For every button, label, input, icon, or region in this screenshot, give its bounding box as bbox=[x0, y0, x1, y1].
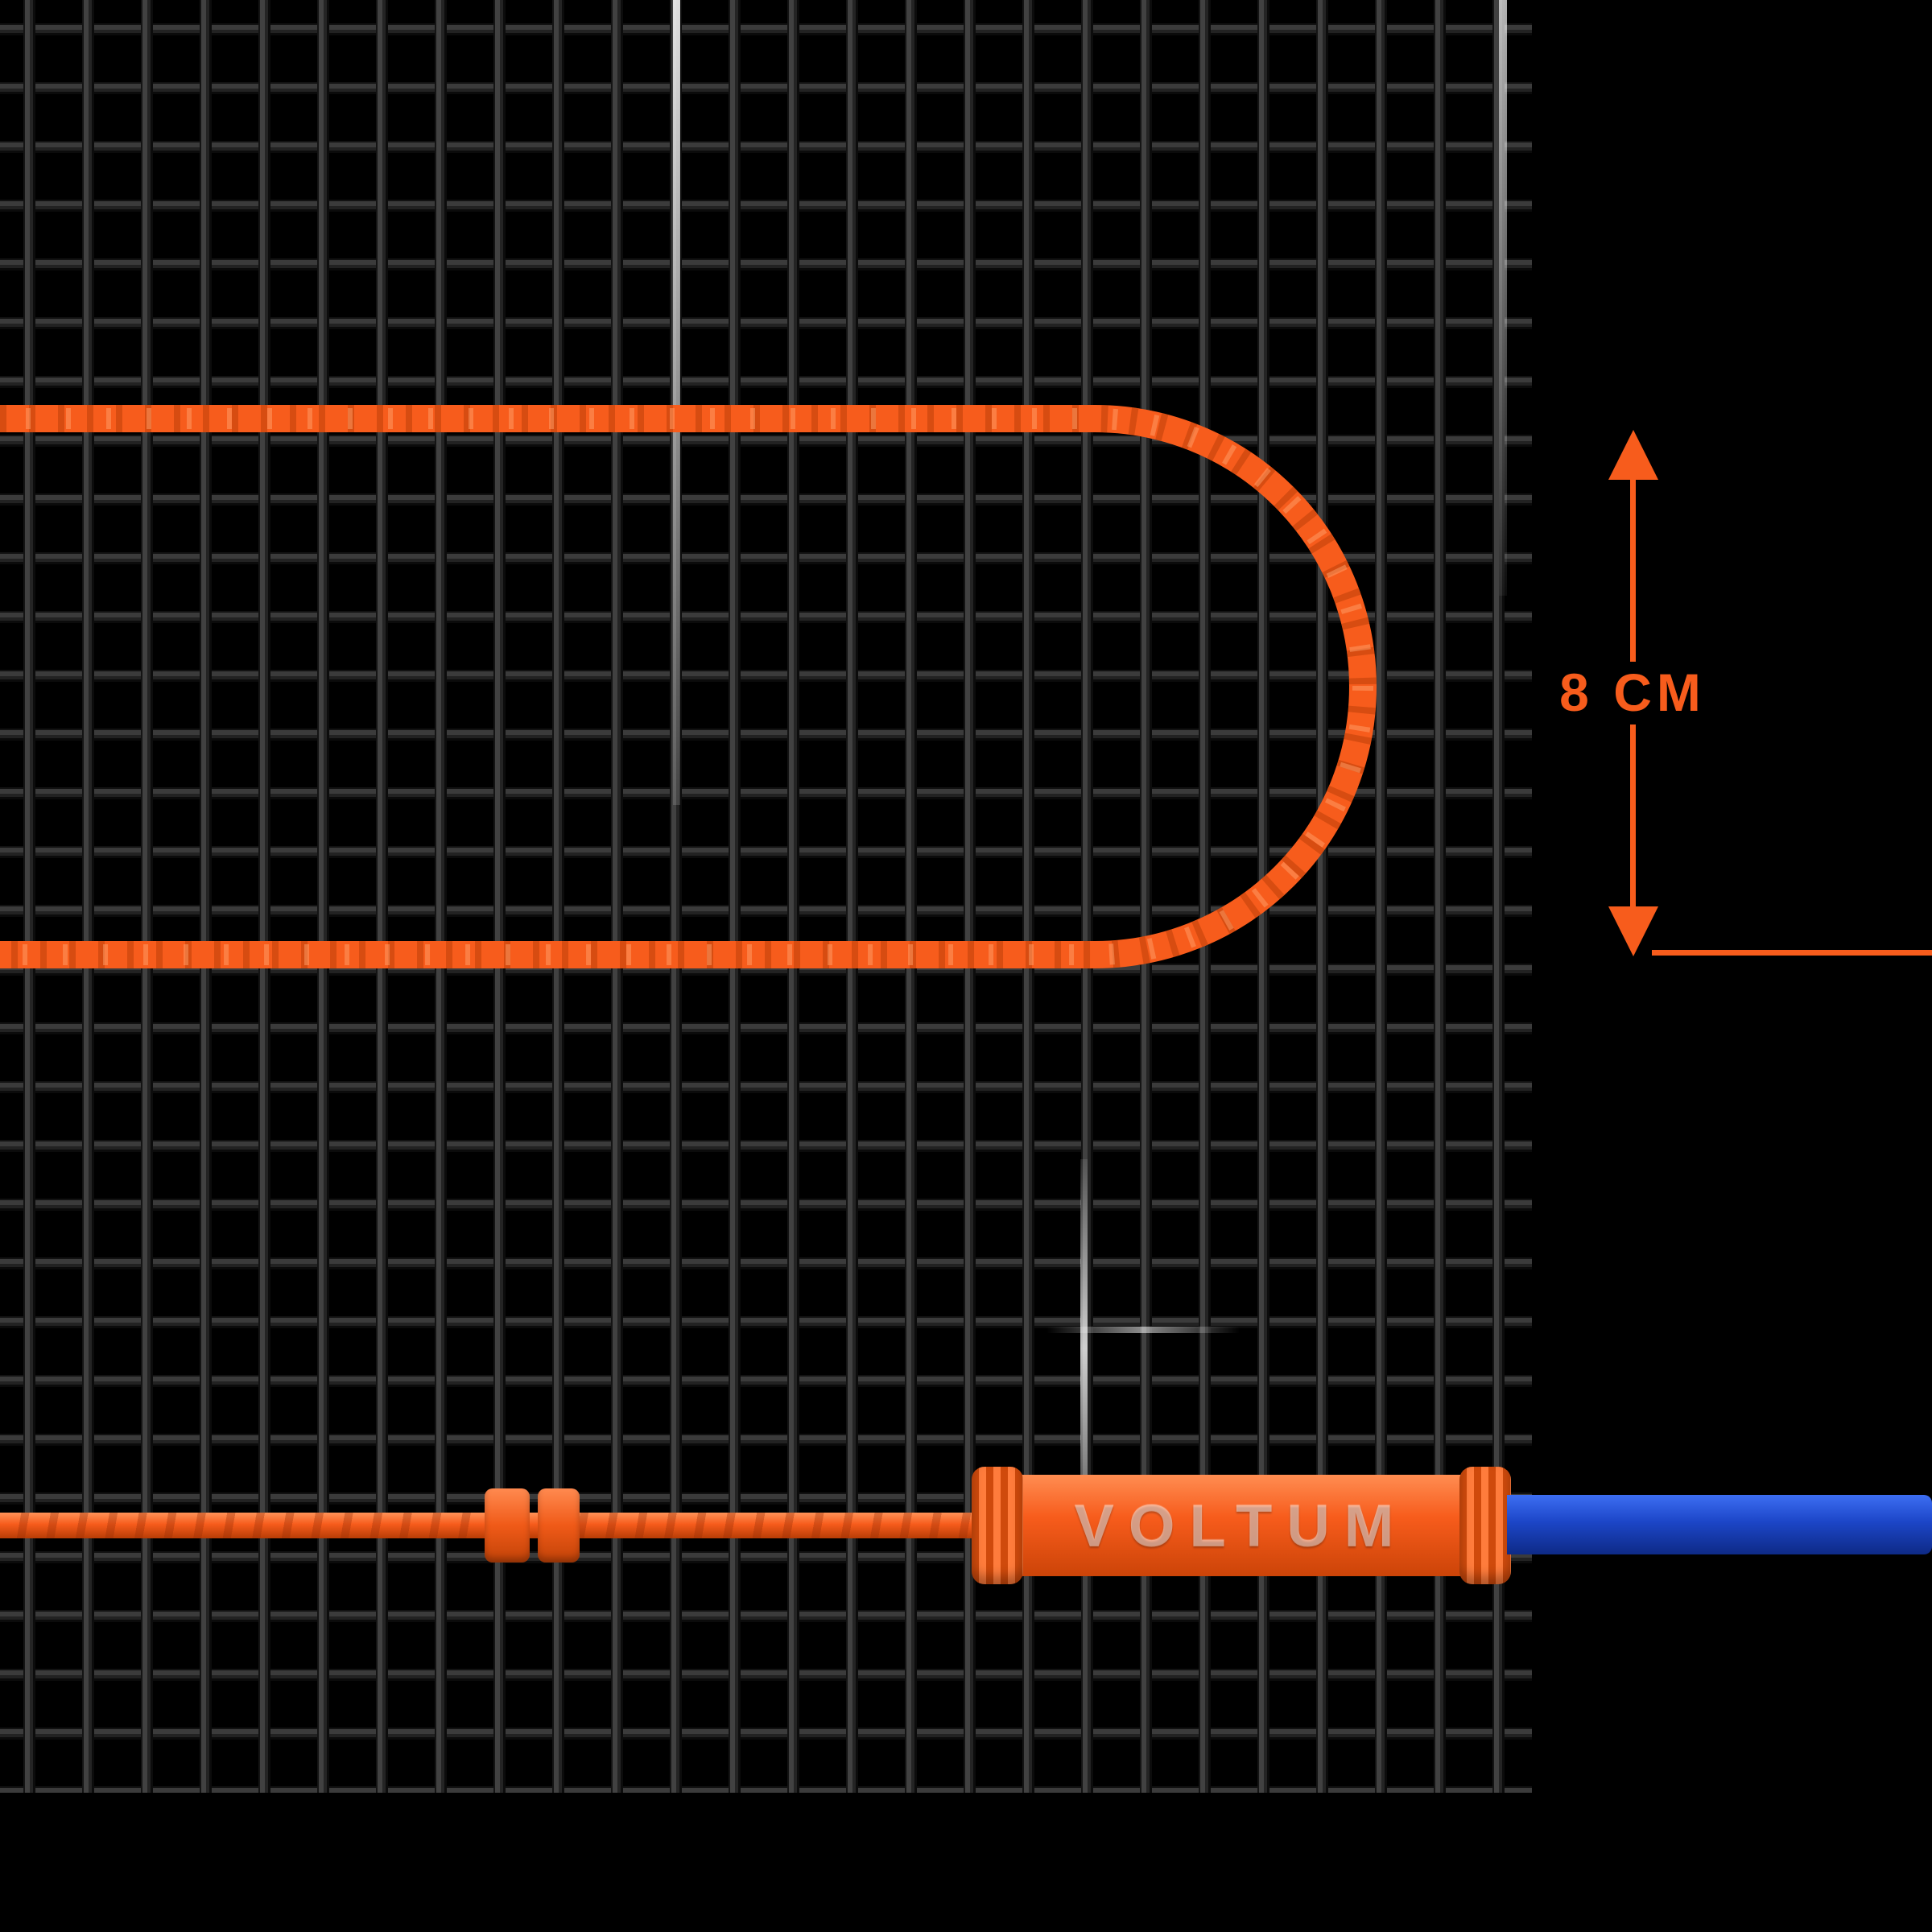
dimension-line bbox=[1630, 724, 1636, 910]
dimension-extension-line bbox=[1652, 950, 1932, 956]
brand-label: VOLTUM bbox=[1074, 1492, 1409, 1559]
arrow-down-icon bbox=[1608, 906, 1658, 956]
cable-splice-clip bbox=[485, 1488, 530, 1563]
supply-cable-blue bbox=[1507, 1495, 1932, 1554]
cable-connector: VOLTUM bbox=[972, 1467, 1511, 1584]
cable-splice-clip bbox=[538, 1488, 580, 1563]
connector-ribbed-cap bbox=[1459, 1467, 1511, 1584]
connector-ribbed-cap bbox=[972, 1467, 1023, 1584]
dimension-line bbox=[1630, 480, 1636, 662]
dimension-label: 8 CM bbox=[1559, 663, 1706, 722]
arrow-up-icon bbox=[1608, 430, 1658, 480]
